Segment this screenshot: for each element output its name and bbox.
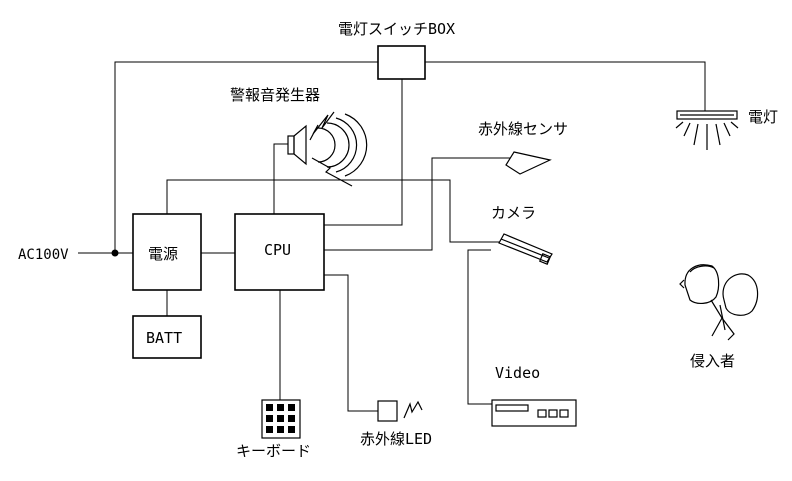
keyboard-icon: [261, 399, 301, 439]
wire-camera-video: [467, 249, 492, 405]
wire-cpu-alarm: [273, 143, 288, 214]
wire-power-camera: [166, 179, 500, 243]
keyboard-label: キーボード: [236, 442, 311, 460]
power-label: 電源: [148, 245, 178, 263]
wire-switch-cpu: [324, 79, 403, 226]
wire-cpu-irled: [324, 274, 378, 412]
power-block: [132, 213, 202, 291]
intruder-label: 侵入者: [690, 352, 735, 370]
video-label: Video: [495, 364, 540, 382]
wire-switch-light: [425, 61, 706, 111]
video-recorder-icon: [491, 399, 577, 427]
battery-block: [132, 315, 202, 359]
cpu-block: [234, 213, 325, 291]
battery-label: BATT: [146, 329, 182, 347]
alarm-speaker-icon: [287, 111, 368, 187]
light-icon: [675, 110, 739, 150]
switch-box-label: 電灯スイッチBOX: [338, 20, 455, 38]
wire-cpu-sensor: [324, 157, 510, 251]
ac-input-label: AC100V: [18, 247, 69, 263]
wiring: [78, 61, 706, 412]
intruder-icon: [679, 264, 759, 341]
wire-ac-switch: [114, 61, 378, 253]
ir-led-icon: [377, 400, 423, 422]
camera-label: カメラ: [491, 204, 536, 222]
light-label: 電灯: [748, 108, 778, 126]
alarm-label: 警報音発生器: [230, 86, 320, 104]
ir-sensor-label: 赤外線センサ: [478, 120, 568, 138]
cpu-label: CPU: [264, 241, 291, 259]
ir-sensor-icon: [505, 151, 552, 175]
switch-box: [377, 45, 426, 80]
camera-icon: [498, 233, 553, 265]
ir-led-label: 赤外線LED: [360, 430, 432, 448]
